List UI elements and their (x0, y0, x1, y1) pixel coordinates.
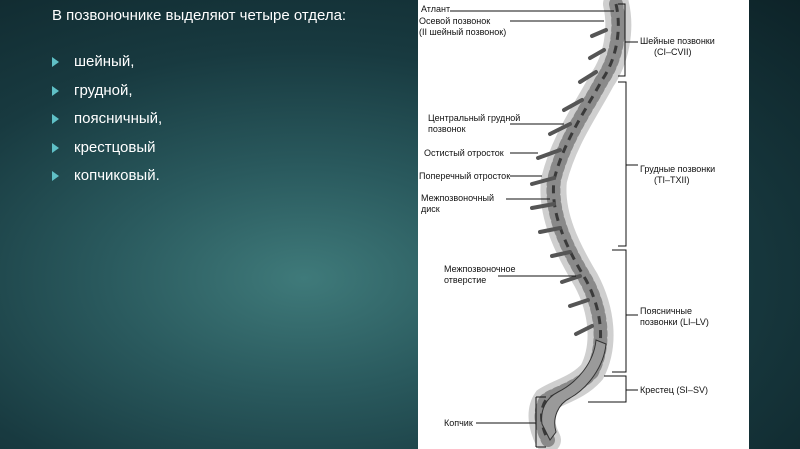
right-brackets (588, 3, 638, 403)
triangle-bullet-icon (52, 57, 59, 67)
label-axis: Осевой позвонок (419, 16, 490, 26)
label-lumbar: Поясничные (640, 306, 692, 316)
label-central-thoracic: Центральный грудной (428, 113, 520, 123)
label-thoracic: Грудные позвонки (640, 164, 715, 174)
label-axis-note: (II шейный позвонок) (419, 27, 506, 37)
list-item: крестцовый (52, 138, 162, 167)
spine-illustration: Атлант Осевой позвонок (II шейный позвон… (418, 0, 749, 449)
label-sacrum: Крестец (SI–SV) (640, 385, 708, 395)
label-lumbar-range: позвонки (LI–LV) (640, 317, 709, 327)
label-cervical: Шейные позвонки (640, 36, 715, 46)
slide-heading: В позвоночнике выделяют четыре отдела: (52, 7, 347, 24)
list-item-label: крестцовый (74, 138, 156, 156)
left-leader-lines (450, 10, 614, 448)
label-central-thoracic-2: позвонок (428, 124, 466, 134)
label-foramen-2: отверстие (444, 275, 486, 285)
triangle-bullet-icon (52, 171, 59, 181)
list-item-label: поясничный, (74, 110, 163, 127)
list-item-label: шейный, (74, 53, 135, 70)
list-item: грудной, (52, 81, 162, 110)
label-spinous-process: Остистый отросток (424, 148, 504, 158)
vertebral-column (528, 0, 632, 449)
label-disc-2: диск (421, 204, 440, 214)
list-item-label: копчиковый. (74, 167, 160, 184)
spine-sections-list: шейный, грудной, поясничный, крестцовый … (52, 52, 162, 195)
list-item: копчиковый. (52, 166, 162, 195)
triangle-bullet-icon (52, 85, 59, 96)
list-item-label: грудной, (74, 81, 133, 99)
spine-diagram: Атлант Осевой позвонок (II шейный позвон… (419, 0, 715, 449)
triangle-bullet-icon (52, 142, 59, 153)
label-foramen: Межпозвоночное (444, 264, 516, 274)
label-disc: Межпозвоночный (421, 193, 494, 203)
label-thoracic-range: (TI–TXII) (654, 175, 690, 185)
list-item: шейный, (52, 52, 162, 81)
list-item: поясничный, (52, 109, 162, 138)
label-cervical-range: (CI–CVII) (654, 47, 692, 57)
triangle-bullet-icon (52, 114, 59, 124)
label-coccyx: Копчик (444, 418, 473, 428)
label-transverse-process: Поперечный отросток (419, 171, 510, 181)
label-atlas: Атлант (421, 4, 450, 14)
